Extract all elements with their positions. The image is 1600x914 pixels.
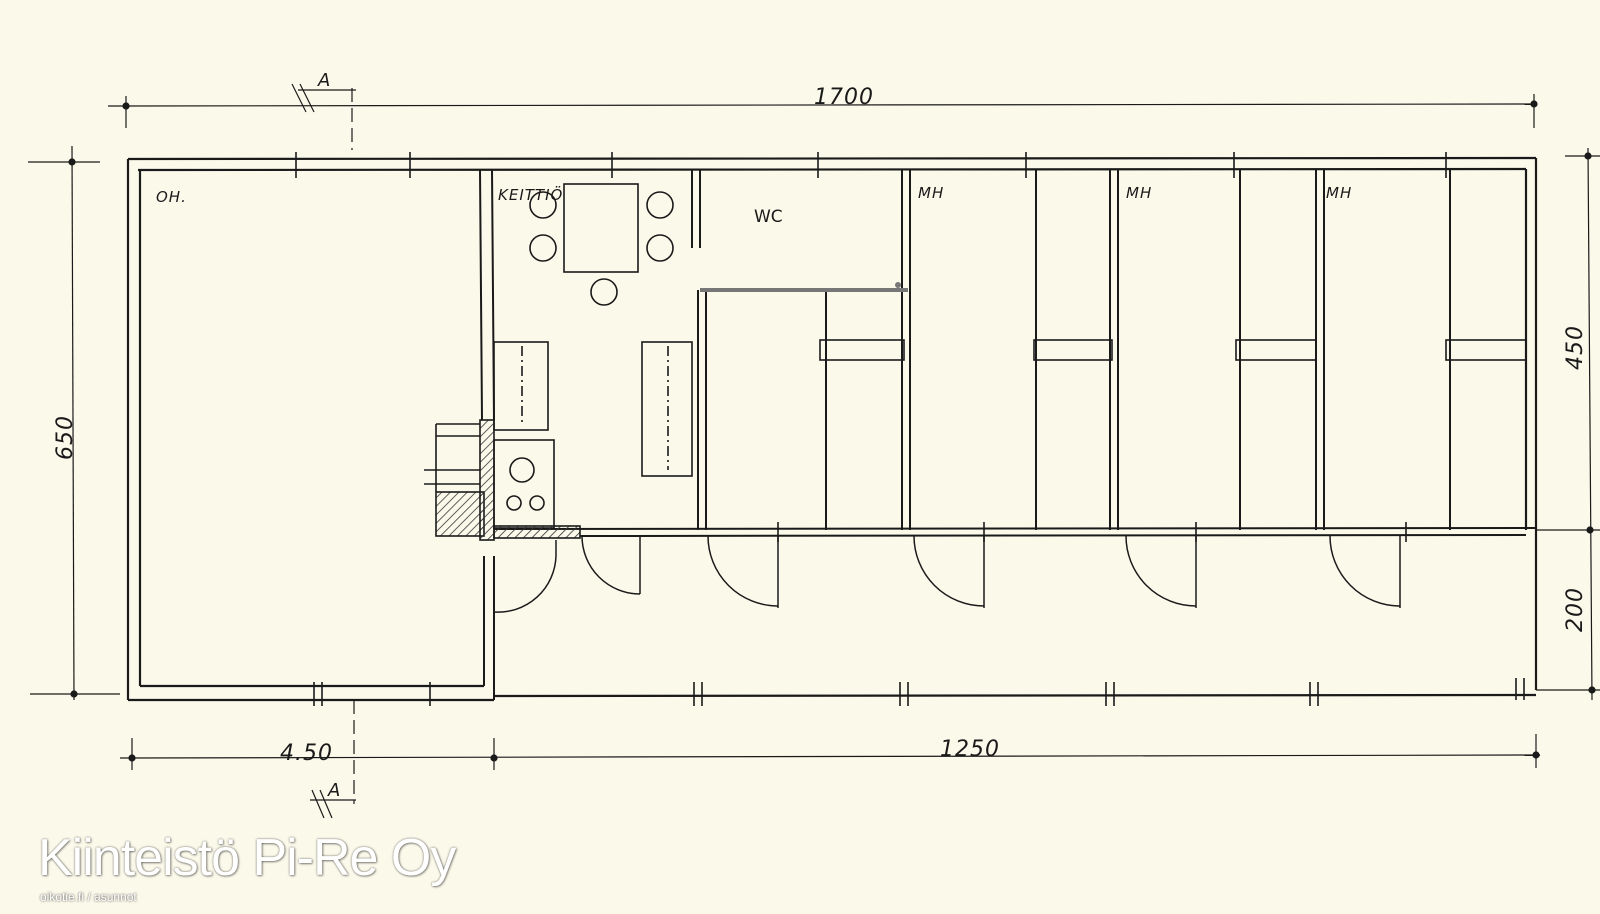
dim-total-length: 1700 — [814, 85, 874, 110]
room-labels: OH. KEITTIÖ WC MH MH MH — [156, 184, 1352, 227]
dim-bottom-right: 1250 — [940, 737, 1000, 762]
room-label-bedroom-2: MH — [1126, 184, 1152, 202]
kitchen-counters — [493, 341, 693, 529]
dim-total-depth: 650 — [53, 415, 78, 460]
room-label-bedroom-3: MH — [1326, 184, 1352, 202]
wall-ticks — [295, 152, 1525, 706]
watermark-company: Kiinteistö Pi-Re Oy — [38, 829, 456, 887]
kitchen-table — [529, 183, 674, 306]
dim-right-lower: 200 — [1563, 587, 1588, 632]
room-label-living: OH. — [156, 188, 187, 206]
room-label-wc: WC — [754, 207, 783, 227]
section-marker-bottom: A — [327, 780, 340, 801]
door-swings — [493, 535, 1401, 613]
wc-partition-end — [895, 282, 901, 288]
dimension-lines — [28, 83, 1600, 819]
room-label-kitchen: KEITTIÖ — [498, 185, 563, 204]
dimension-labels: 1700 650 450 200 4.50 1250 A A — [53, 70, 1588, 801]
dim-right-upper: 450 — [1563, 325, 1588, 370]
wardrobes — [819, 339, 1527, 361]
dim-bottom-left: 4.50 — [280, 741, 333, 766]
interior-walls — [479, 169, 1537, 700]
fireplace — [424, 419, 581, 541]
section-marker-top: A — [317, 70, 330, 91]
watermark-site: oikotie.fi / asunnot — [40, 890, 137, 904]
room-label-bedroom-1: MH — [918, 184, 944, 202]
